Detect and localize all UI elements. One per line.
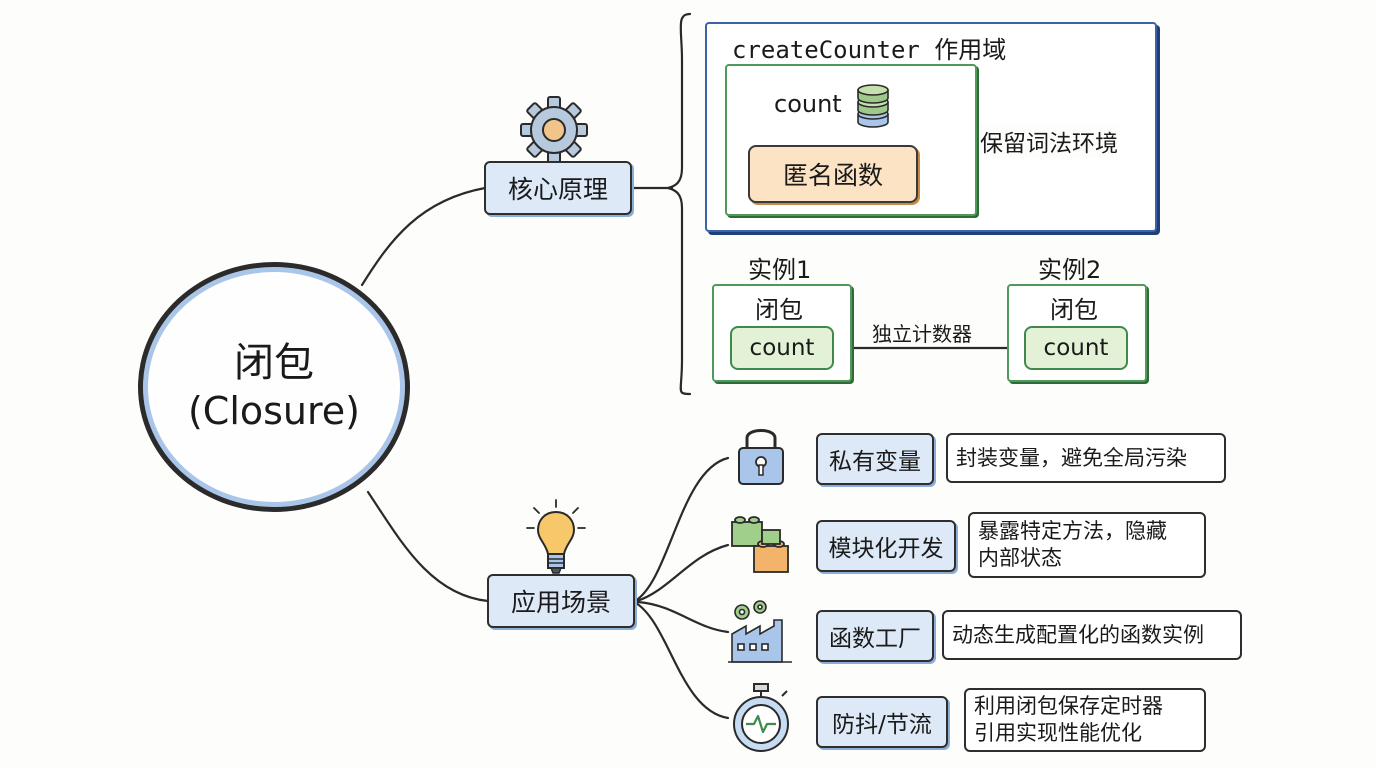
- app-item-modular-development-label: 模块化开发: [828, 536, 944, 562]
- center-to-apps-line: [366, 490, 490, 603]
- instance2-closure-label: 闭包: [1050, 296, 1098, 324]
- app-item-private-variables: 私有变量: [816, 433, 934, 485]
- core-principle-label: 核心原理: [507, 175, 608, 204]
- app-item-modular-development: 模块化开发: [816, 520, 956, 572]
- application-scenarios-node: 应用场景: [487, 574, 635, 628]
- stopwatch-icon: [730, 682, 794, 754]
- app-desc-debounce-throttle-line2: 引用实现性能优化: [974, 721, 1142, 745]
- instance1-count: count: [730, 326, 834, 370]
- app-desc-modular-development-line2: 内部状态: [978, 546, 1062, 570]
- apps-line-module: [635, 543, 730, 603]
- core-principle-node: 核心原理: [484, 161, 632, 215]
- app-desc-private-variables-line1: 封装变量，避免全局污染: [956, 445, 1187, 470]
- center-to-core-line: [360, 186, 487, 287]
- blocks-icon: [730, 510, 792, 576]
- app-desc-modular-development-line1: 暴露特定方法，隐藏: [978, 519, 1167, 543]
- app-desc-function-factory: 动态生成配置化的函数实例: [942, 610, 1242, 660]
- anonymous-function-node: 匿名函数: [748, 145, 918, 203]
- app-desc-private-variables: 封装变量，避免全局污染: [946, 433, 1226, 483]
- app-item-function-factory: 函数工厂: [816, 610, 934, 662]
- gear-icon: [518, 94, 590, 166]
- apps-line-private: [633, 456, 730, 603]
- core-brace: [667, 12, 692, 396]
- app-desc-modular-development: 暴露特定方法，隐藏 内部状态: [968, 512, 1206, 578]
- center-subtitle: (Closure): [187, 389, 361, 433]
- app-item-debounce-throttle: 防抖/节流: [816, 696, 948, 748]
- center-node: 闭包 (Closure): [138, 262, 410, 512]
- app-desc-function-factory-line1: 动态生成配置化的函数实例: [952, 622, 1204, 647]
- app-item-private-variables-label: 私有变量: [829, 449, 921, 475]
- independent-counter-label: 独立计数器: [872, 322, 972, 346]
- lightbulb-icon: [524, 498, 588, 576]
- scope-title: createCounter 作用域: [732, 36, 1007, 64]
- anonymous-function-label: 匿名函数: [782, 161, 883, 190]
- instance2-count: count: [1024, 326, 1128, 370]
- padlock-icon: [734, 420, 788, 488]
- instance2-title: 实例2: [1038, 256, 1102, 284]
- instance1-title: 实例1: [748, 256, 812, 284]
- app-item-debounce-throttle-label: 防抖/节流: [832, 712, 932, 738]
- apps-line-debounce: [634, 601, 730, 720]
- apps-line-factory: [636, 600, 730, 634]
- center-title: 闭包: [234, 340, 314, 386]
- instance1-closure-label: 闭包: [755, 296, 803, 324]
- app-desc-debounce-throttle: 利用闭包保存定时器 引用实现性能优化: [964, 688, 1206, 752]
- factory-icon: [728, 598, 794, 664]
- retain-lexical-label: 保留词法环境: [980, 124, 1118, 158]
- count-label: count: [774, 90, 842, 118]
- app-item-function-factory-label: 函数工厂: [829, 626, 921, 652]
- instance1-count-label: count: [749, 335, 815, 361]
- instance2-count-label: count: [1043, 335, 1109, 361]
- database-icon: [855, 82, 891, 128]
- application-scenarios-label: 应用场景: [510, 588, 611, 617]
- app-desc-debounce-throttle-line1: 利用闭包保存定时器: [974, 694, 1163, 718]
